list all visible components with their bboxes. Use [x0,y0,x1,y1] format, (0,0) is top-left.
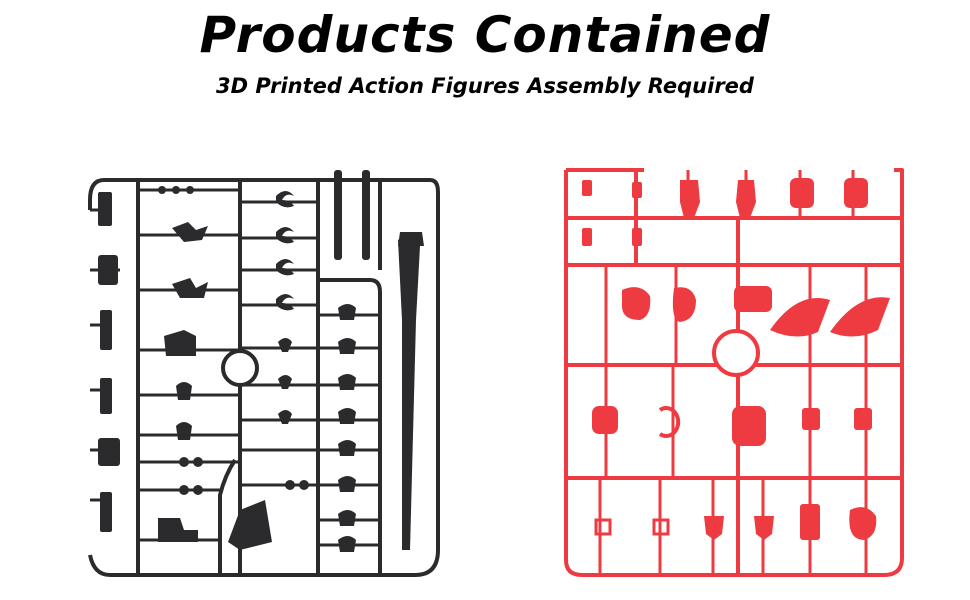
sprue-parts [98,170,424,552]
sprue-ring [712,329,760,377]
sprue-frame [88,178,440,577]
page-title: Products Contained [199,6,771,64]
dark-sprue-image [88,170,440,577]
sprue-frame [564,168,904,577]
red-sprue-image [564,168,904,577]
sprue-ring [221,349,259,387]
sprue-parts [582,178,890,540]
page-subtitle: 3D Printed Action Figures Assembly Requi… [216,74,754,98]
